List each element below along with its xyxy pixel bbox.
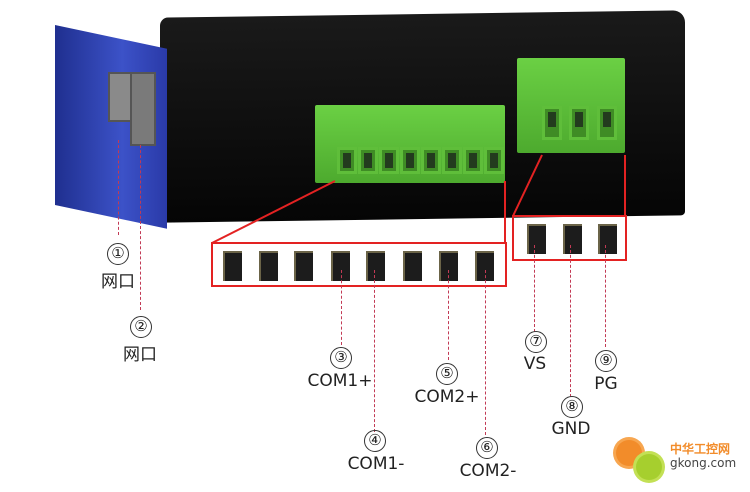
callout-label-3: COM1+ [307, 371, 373, 391]
callout-number-1: ① [107, 243, 129, 265]
power-pin [527, 224, 546, 254]
callout-line-4 [374, 270, 375, 432]
callout-number-5: ⑤ [436, 363, 458, 385]
power-terminal-block [517, 58, 625, 153]
callout-line-3 [341, 270, 342, 345]
power-leader-left [512, 154, 543, 217]
signal-leader-left [211, 180, 336, 244]
callout-number-8: ⑧ [561, 396, 583, 418]
callout-label-1: 网口 [101, 272, 135, 292]
callout-line-2 [140, 145, 141, 310]
signal-pin [439, 251, 458, 281]
callout-number-2: ② [130, 316, 152, 338]
callout-number-3: ③ [330, 347, 352, 369]
callout-line-9 [605, 245, 606, 347]
ethernet-port-1 [108, 72, 134, 122]
watermark-url: gkong.com [670, 456, 737, 470]
signal-pin-box [211, 242, 507, 287]
callout-number-4: ④ [364, 430, 386, 452]
power-pin [563, 224, 582, 254]
signal-pin [259, 251, 278, 281]
callout-label-4: COM1- [347, 454, 405, 474]
signal-pin [223, 251, 242, 281]
callout-line-5 [448, 270, 449, 360]
gear-icon [636, 454, 662, 480]
callout-line-8 [570, 245, 571, 397]
callout-label-6: COM2- [459, 461, 517, 481]
signal-pin [331, 251, 350, 281]
callout-number-7: ⑦ [525, 331, 547, 353]
signal-pin [403, 251, 422, 281]
callout-number-9: ⑨ [595, 350, 617, 372]
ethernet-port-2 [130, 72, 156, 146]
callout-line-6 [485, 270, 486, 435]
callout-label-9: PG [594, 374, 618, 394]
callout-label-8: GND [551, 419, 591, 439]
callout-label-2: 网口 [123, 345, 157, 365]
signal-pin [475, 251, 494, 281]
callout-label-7: VS [523, 354, 547, 374]
signal-terminal-block [315, 105, 505, 183]
power-pin [598, 224, 617, 254]
signal-pin [294, 251, 313, 281]
callout-line-7 [534, 245, 535, 332]
callout-line-1 [118, 140, 119, 235]
watermark: 中华工控网 gkong.com [612, 432, 747, 487]
callout-label-5: COM2+ [414, 387, 480, 407]
callout-number-6: ⑥ [476, 437, 498, 459]
signal-pin [366, 251, 385, 281]
power-pin-box [512, 215, 627, 261]
watermark-site-name: 中华工控网 [670, 442, 731, 456]
